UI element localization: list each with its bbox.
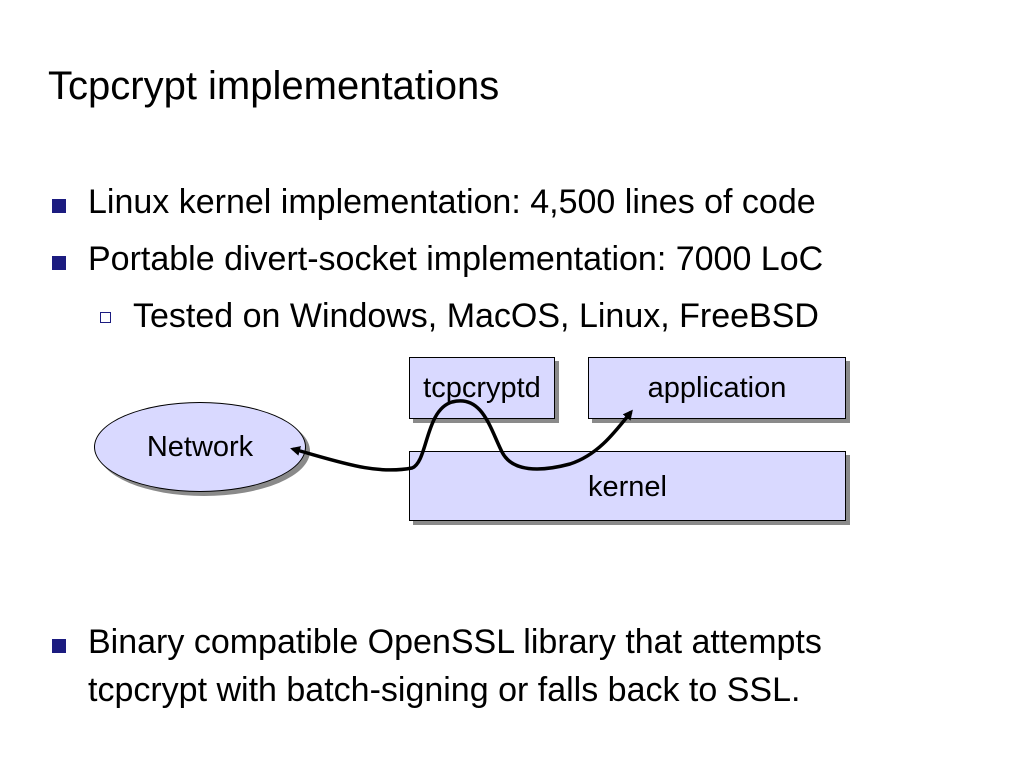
- network-label: Network: [146, 430, 254, 463]
- bullet-text-line-1: Binary compatible OpenSSL library that a…: [88, 623, 822, 661]
- tcpcryptd-label: tcpcryptd: [423, 371, 541, 404]
- kernel-label: kernel: [588, 470, 667, 503]
- slide-title: Tcpcrypt implementations: [48, 64, 500, 108]
- network-ellipse: Network: [94, 402, 306, 492]
- tcpcryptd-box: tcpcryptd: [409, 357, 555, 419]
- square-bullet-icon: [52, 256, 66, 270]
- application-box: application: [588, 357, 846, 419]
- application-label: application: [647, 371, 787, 404]
- bullet-text: Portable divert-socket implementation: 7…: [88, 240, 824, 278]
- square-bullet-icon: [52, 639, 66, 653]
- kernel-box: kernel: [409, 451, 846, 521]
- bullet-text-line-2: tcpcrypt with batch-signing or falls bac…: [88, 671, 801, 709]
- hollow-square-bullet-icon: [100, 312, 111, 323]
- sub-bullet-text: Tested on Windows, MacOS, Linux, FreeBSD: [133, 297, 819, 335]
- square-bullet-icon: [52, 199, 66, 213]
- bullet-text: Linux kernel implementation: 4,500 lines…: [88, 183, 816, 221]
